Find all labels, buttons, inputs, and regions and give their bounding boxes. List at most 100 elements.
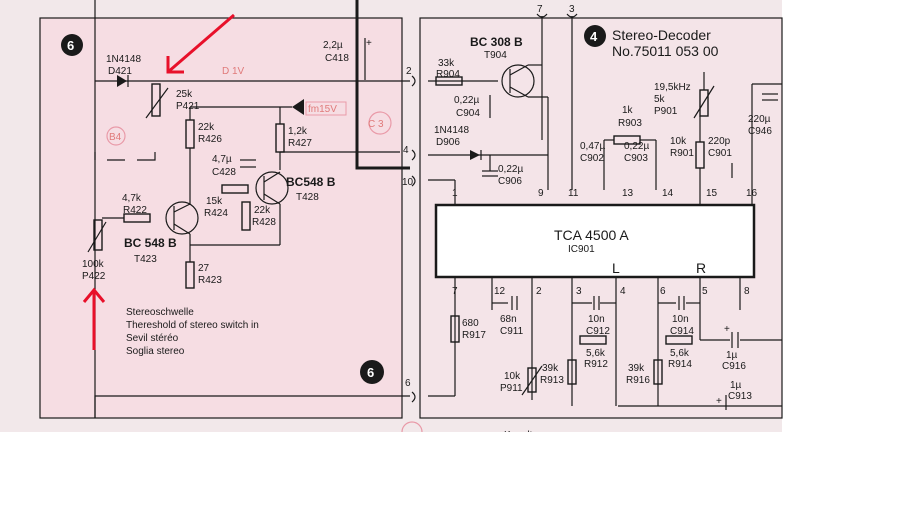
c912-value: 10n xyxy=(588,314,605,325)
r901-ref: R901 xyxy=(670,148,694,159)
connector-2: 2 xyxy=(406,66,412,77)
c911-value: 68n xyxy=(500,314,517,325)
r427-ref: R427 xyxy=(288,138,312,149)
c901-value: 220p xyxy=(708,136,731,147)
c914-ref: C914 xyxy=(670,326,694,337)
connector-top-7: 7 xyxy=(537,4,543,15)
connector-4: 4 xyxy=(403,145,409,156)
r917-value: 680 xyxy=(462,318,479,329)
r913-ref: R913 xyxy=(540,375,564,386)
c418-ref: C418 xyxy=(325,53,349,64)
ic-pin-top: 11 xyxy=(568,188,579,199)
c901-ref: C901 xyxy=(708,148,732,159)
r912-value: 5,6k xyxy=(586,348,606,359)
r903-value: 1k xyxy=(622,105,634,116)
ic-left-label: L xyxy=(612,260,620,276)
r916-ref: R916 xyxy=(626,375,650,386)
ic-pin-top: 14 xyxy=(662,188,674,199)
r913-value: 39k xyxy=(542,363,559,374)
p421-ref: P421 xyxy=(176,101,200,112)
r914-value: 5,6k xyxy=(670,348,690,359)
r914-ref: R914 xyxy=(668,359,692,370)
ic-pin-bottom: 4 xyxy=(620,286,626,297)
t428-ref: T428 xyxy=(296,192,319,203)
r423-ref: R423 xyxy=(198,275,222,286)
c903-value: 0,22µ xyxy=(624,141,649,152)
p422-ref: P422 xyxy=(82,271,106,282)
connector-10: 10 xyxy=(402,177,414,188)
t423-ref: T423 xyxy=(134,254,157,265)
p901-value: 5k xyxy=(654,94,666,105)
c913-value: 1µ xyxy=(730,380,742,391)
t428-type: BC548 B xyxy=(286,175,336,189)
c904-ref: C904 xyxy=(456,108,480,119)
ic-pin-bottom: 8 xyxy=(744,286,750,297)
red-arrow-top xyxy=(166,13,235,74)
r904-value: 33k xyxy=(438,58,455,69)
threshold-label-fr: Sevil stéréo xyxy=(126,333,179,344)
t904-type: BC 308 B xyxy=(470,35,523,49)
c902-ref: C902 xyxy=(580,153,604,164)
r428-ref: R428 xyxy=(252,217,276,228)
ic-right-label: R xyxy=(696,260,706,276)
c911-ref: C911 xyxy=(500,326,524,337)
connector-6: 6 xyxy=(405,378,411,389)
c916-ref: C916 xyxy=(722,361,746,372)
c946-ref: C946 xyxy=(748,126,772,137)
p911-value: 10k xyxy=(504,371,521,382)
p901-freq: 19,5kHz xyxy=(654,82,691,93)
ic-pin-top: 13 xyxy=(622,188,634,199)
r917-ref: R917 xyxy=(462,330,486,341)
r422-value: 4,7k xyxy=(122,193,142,204)
r426-ref: R426 xyxy=(198,134,222,145)
d421-type: 1N4148 xyxy=(106,54,141,65)
t904-ref: T904 xyxy=(484,50,507,61)
d906-type: 1N4148 xyxy=(434,125,469,136)
ic-pin-top: 1 xyxy=(452,188,458,199)
c428-value: 4,7µ xyxy=(212,154,232,165)
c946-value: 220µ xyxy=(748,114,771,125)
c914-value: 10n xyxy=(672,314,689,325)
c904-value: 0,22µ xyxy=(454,95,479,106)
left-panel xyxy=(39,17,403,419)
p901-ref: P901 xyxy=(654,106,678,117)
decoder-number: No.75011 053 00 xyxy=(612,43,719,59)
c903-ref: C903 xyxy=(624,153,648,164)
r901-value: 10k xyxy=(670,136,687,147)
r424-value: 15k xyxy=(206,196,223,207)
marker-b4: B4 xyxy=(109,132,122,143)
c428-ref: C428 xyxy=(212,167,236,178)
ic-pin-bottom: 5 xyxy=(702,286,708,297)
svg-text:+: + xyxy=(366,38,372,49)
r916-value: 39k xyxy=(628,363,645,374)
c913-ref: C913 xyxy=(728,391,752,402)
p911-ref: P911 xyxy=(500,383,523,394)
ic-pin-top: 9 xyxy=(538,188,544,199)
c906-ref: C906 xyxy=(498,176,522,187)
red-arrow-bottom xyxy=(82,287,106,350)
c906-value: 0,22µ xyxy=(498,164,523,175)
threshold-label-de: Stereoschwelle xyxy=(126,307,194,318)
p421-value: 25k xyxy=(176,89,193,100)
r423-value: 27 xyxy=(198,263,210,274)
threshold-label-it: Soglia stereo xyxy=(126,346,185,357)
svg-text:+: + xyxy=(724,324,730,335)
c902-value: 0,47µ xyxy=(580,141,605,152)
c418-value: 2,2µ xyxy=(323,40,343,51)
marker-fm15v: fm15V xyxy=(308,104,337,115)
d421-ref: D421 xyxy=(108,66,132,77)
ic-name: TCA 4500 A xyxy=(554,227,629,243)
ic-pin-bottom: 6 xyxy=(660,286,666,297)
ic-pin-top: 16 xyxy=(746,188,758,199)
ic-tca4500a xyxy=(434,203,756,279)
c912-ref: C912 xyxy=(586,326,610,337)
ic-pins-top: 1 9 11 13 14 15 16 xyxy=(452,188,758,199)
r424-ref: R424 xyxy=(204,208,228,219)
connector-top-3: 3 xyxy=(569,4,575,15)
r422-ref: R422 xyxy=(123,205,147,216)
marker-d1v: D 1V xyxy=(222,66,245,77)
svg-text:+: + xyxy=(716,396,722,407)
ic-pin-bottom: 2 xyxy=(536,286,542,297)
ic-pin-bottom: 12 xyxy=(494,286,506,297)
